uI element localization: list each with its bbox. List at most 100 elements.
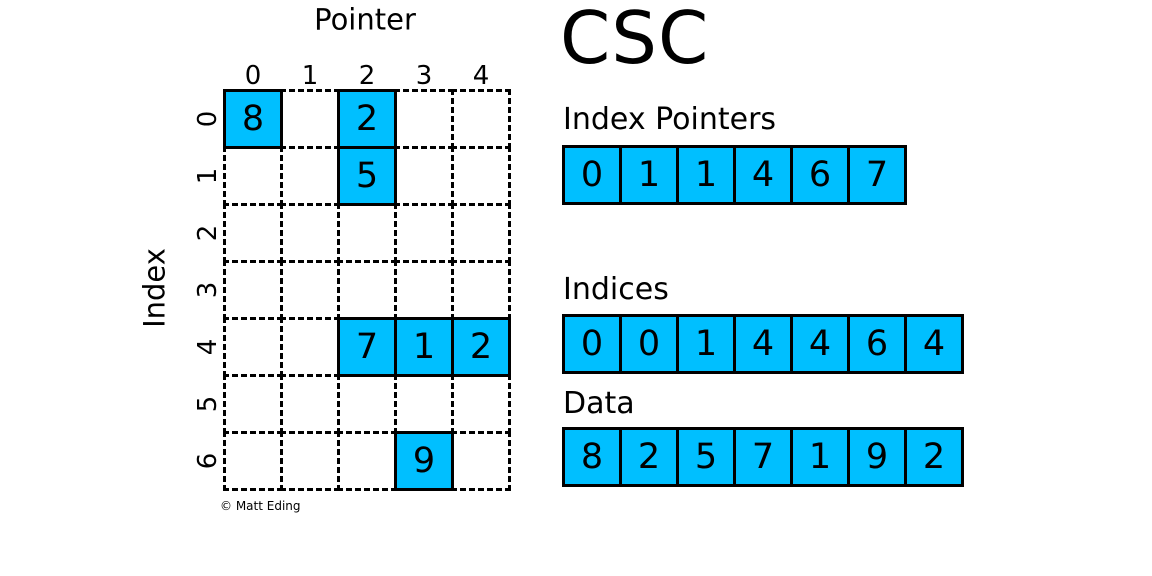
- indices-cell-value: 1: [694, 324, 718, 364]
- data-cell-value: 9: [865, 437, 889, 477]
- matrix-cell-value: 9: [412, 441, 436, 481]
- index-pointers-cell-value: 7: [865, 155, 889, 195]
- matrix-cell-empty: [280, 317, 340, 377]
- indices-cell: 1: [676, 314, 736, 374]
- data-cell: 2: [904, 427, 964, 487]
- matrix-cell-empty: [451, 89, 511, 149]
- matrix-row-label: 1: [193, 167, 223, 185]
- matrix-row-label: 4: [193, 338, 223, 356]
- indices-cell: 4: [733, 314, 793, 374]
- data-cell-value: 2: [637, 437, 661, 477]
- data-label: Data: [563, 386, 635, 421]
- matrix-cell-value: 8: [241, 99, 265, 139]
- index-pointers-cell: 7: [847, 145, 907, 205]
- matrix-cell-value: 2: [469, 327, 493, 367]
- index-pointers-cell-value: 6: [808, 155, 832, 195]
- matrix-cell-filled: 7: [337, 317, 397, 377]
- indices-cell-value: 4: [922, 324, 946, 364]
- matrix-cell-value: 7: [355, 327, 379, 367]
- matrix-cell-filled: 2: [451, 317, 511, 377]
- matrix-cell-empty: [223, 317, 283, 377]
- matrix-row-label: 0: [193, 110, 223, 128]
- matrix-cell-empty: [337, 203, 397, 263]
- matrix-cell-value: 5: [355, 156, 379, 196]
- matrix-row-label: 3: [193, 281, 223, 299]
- matrix-cell-empty: [337, 374, 397, 434]
- matrix-cell-value: 1: [412, 327, 436, 367]
- data-cell: 1: [790, 427, 850, 487]
- matrix-cell-empty: [451, 260, 511, 320]
- indices-cell-value: 0: [580, 324, 604, 364]
- matrix-column-label: 1: [301, 61, 319, 91]
- matrix-cell-empty: [394, 203, 454, 263]
- index-pointers-label: Index Pointers: [563, 102, 777, 137]
- index-pointers-cell: 0: [562, 145, 622, 205]
- indices-cell-value: 6: [865, 324, 889, 364]
- matrix-row-label: 6: [193, 452, 223, 470]
- matrix-cell-empty: [451, 146, 511, 206]
- matrix-row-label: 5: [193, 395, 223, 413]
- matrix-cell-empty: [223, 431, 283, 491]
- index-pointers-cell: 4: [733, 145, 793, 205]
- matrix-cell-empty: [451, 374, 511, 434]
- index-pointers-cell: 6: [790, 145, 850, 205]
- matrix-column-label: 3: [415, 61, 433, 91]
- matrix-row-label: 2: [193, 224, 223, 242]
- matrix-cell-filled: 1: [394, 317, 454, 377]
- index-pointers-cell-value: 0: [580, 155, 604, 195]
- matrix-cell-empty: [394, 260, 454, 320]
- matrix-column-label: 4: [472, 61, 490, 91]
- matrix-cell-empty: [280, 374, 340, 434]
- indices-cell: 6: [847, 314, 907, 374]
- matrix-cell-empty: [394, 89, 454, 149]
- matrix-cell-empty: [394, 374, 454, 434]
- matrix-cell-filled: 5: [337, 146, 397, 206]
- indices-cell: 0: [562, 314, 622, 374]
- matrix-cell-empty: [223, 374, 283, 434]
- indices-cell-value: 4: [751, 324, 775, 364]
- index-pointers-cell: 1: [676, 145, 736, 205]
- matrix-y-axis-title: Index: [137, 248, 172, 328]
- matrix-cell-filled: 8: [223, 89, 283, 149]
- matrix-cell-empty: [337, 260, 397, 320]
- data-cell: 2: [619, 427, 679, 487]
- matrix-cell-empty: [280, 89, 340, 149]
- indices-label: Indices: [563, 272, 669, 307]
- index-pointers-cell: 1: [619, 145, 679, 205]
- matrix-column-label: 2: [358, 61, 376, 91]
- matrix-cell-empty: [280, 146, 340, 206]
- data-cell: 8: [562, 427, 622, 487]
- indices-cell-value: 0: [637, 324, 661, 364]
- matrix-cell-empty: [451, 203, 511, 263]
- indices-cell: 0: [619, 314, 679, 374]
- matrix-cell-empty: [223, 146, 283, 206]
- indices-cell: 4: [904, 314, 964, 374]
- matrix-cell-empty: [223, 260, 283, 320]
- data-cell-value: 8: [580, 437, 604, 477]
- index-pointers-cell-value: 1: [694, 155, 718, 195]
- matrix-cell-empty: [223, 203, 283, 263]
- data-cell: 7: [733, 427, 793, 487]
- matrix-x-axis-title: Pointer: [314, 2, 416, 37]
- matrix-column-label: 0: [244, 61, 262, 91]
- indices-cell: 4: [790, 314, 850, 374]
- credit-text: © Matt Eding: [220, 499, 301, 513]
- matrix-cell-filled: 2: [337, 89, 397, 149]
- data-cell: 9: [847, 427, 907, 487]
- indices-cell-value: 4: [808, 324, 832, 364]
- data-cell-value: 2: [922, 437, 946, 477]
- matrix-cell-filled: 9: [394, 431, 454, 491]
- index-pointers-cell-value: 4: [751, 155, 775, 195]
- page-title: CSC: [560, 0, 710, 80]
- matrix-cell-empty: [451, 431, 511, 491]
- data-cell-value: 1: [808, 437, 832, 477]
- matrix-cell-empty: [280, 260, 340, 320]
- matrix-cell-empty: [280, 431, 340, 491]
- matrix-cell-value: 2: [355, 99, 379, 139]
- data-cell: 5: [676, 427, 736, 487]
- matrix-cell-empty: [394, 146, 454, 206]
- matrix-cell-empty: [280, 203, 340, 263]
- data-cell-value: 5: [694, 437, 718, 477]
- matrix-cell-empty: [337, 431, 397, 491]
